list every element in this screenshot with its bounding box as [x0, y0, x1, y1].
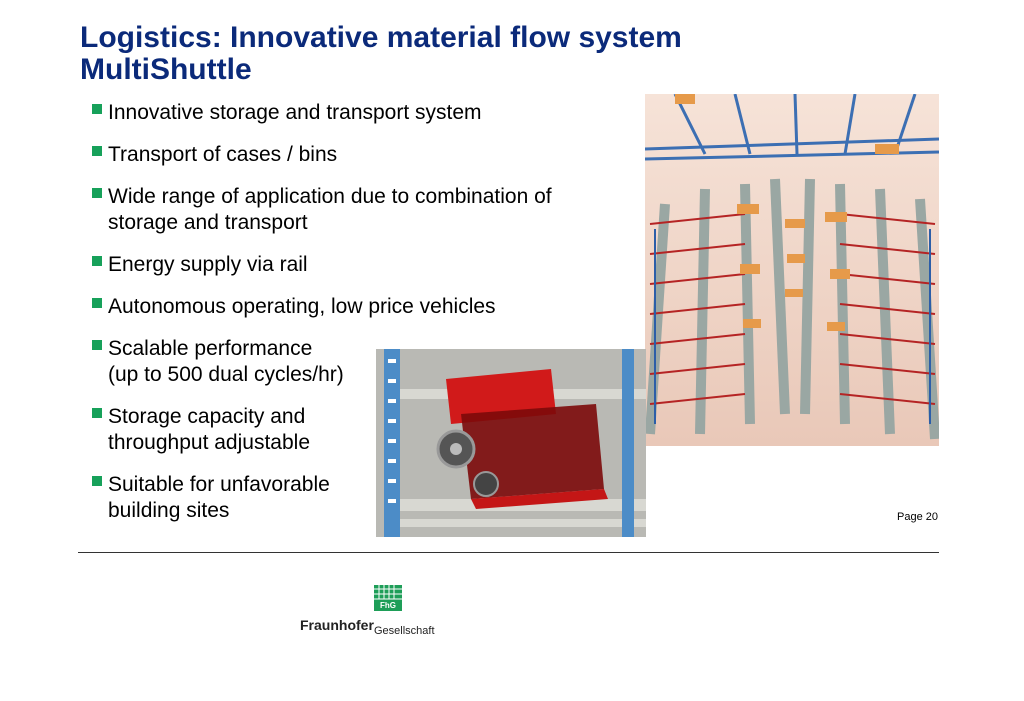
- bullet-item: Scalable performance (up to 500 dual cycl…: [92, 336, 652, 388]
- fraunhofer-logo-icon: FhG: [374, 585, 402, 611]
- bullet-icon: [92, 408, 102, 418]
- bullet-text-line1: Autonomous operating, low price vehicles: [108, 295, 496, 318]
- bullet-item: Transport of cases / bins: [92, 142, 652, 168]
- logo-sub-text: Gesellschaft: [374, 625, 435, 637]
- bullet-list: Innovative storage and transport system …: [92, 100, 652, 540]
- bullet-text-line1: Storage capacity and: [108, 405, 306, 428]
- bullet-item: Wide range of application due to combina…: [92, 184, 652, 236]
- bullet-text-line2: storage and transport: [108, 211, 308, 234]
- slide-title: Logistics: Innovative material flow syst…: [80, 22, 840, 86]
- bullet-item: Storage capacity and throughput adjustabl…: [92, 404, 652, 456]
- title-line-2: MultiShuttle: [80, 53, 252, 86]
- bullet-text-line1: Transport of cases / bins: [108, 143, 338, 166]
- shuttle-vehicle-photo: [376, 349, 646, 537]
- bullet-icon: [92, 340, 102, 350]
- bullet-icon: [92, 298, 102, 308]
- bullet-item: Energy supply via rail: [92, 252, 652, 278]
- bullet-text-line1: Scalable performance: [108, 337, 313, 360]
- logo-mark-text: FhG: [380, 601, 396, 610]
- bullet-item: Innovative storage and transport system: [92, 100, 652, 126]
- bullet-text-line2: (up to 500 dual cycles/hr): [108, 363, 344, 386]
- bullet-icon: [92, 146, 102, 156]
- bullet-icon: [92, 256, 102, 266]
- page-number: Page 20: [897, 511, 938, 523]
- title-line-1: Logistics: Innovative material flow syst…: [80, 21, 682, 54]
- bullet-text-line1: Innovative storage and transport system: [108, 101, 482, 124]
- logo-brand-text: Fraunhofer: [300, 617, 374, 633]
- bullet-text-line2: throughput adjustable: [108, 431, 310, 454]
- bullet-text-line2: building sites: [108, 499, 230, 522]
- bullet-icon: [92, 188, 102, 198]
- bullet-item: Autonomous operating, low price vehicles: [92, 294, 652, 320]
- rack-illustration: [645, 94, 939, 446]
- bullet-text-line1: Suitable for unfavorable: [108, 473, 330, 496]
- bullet-text-line1: Wide range of application due to combina…: [108, 185, 552, 208]
- footer-divider: [78, 552, 939, 553]
- bullet-icon: [92, 476, 102, 486]
- bullet-item: Suitable for unfavorable building sites: [92, 472, 652, 524]
- bullet-icon: [92, 104, 102, 114]
- bullet-text-line1: Energy supply via rail: [108, 253, 308, 276]
